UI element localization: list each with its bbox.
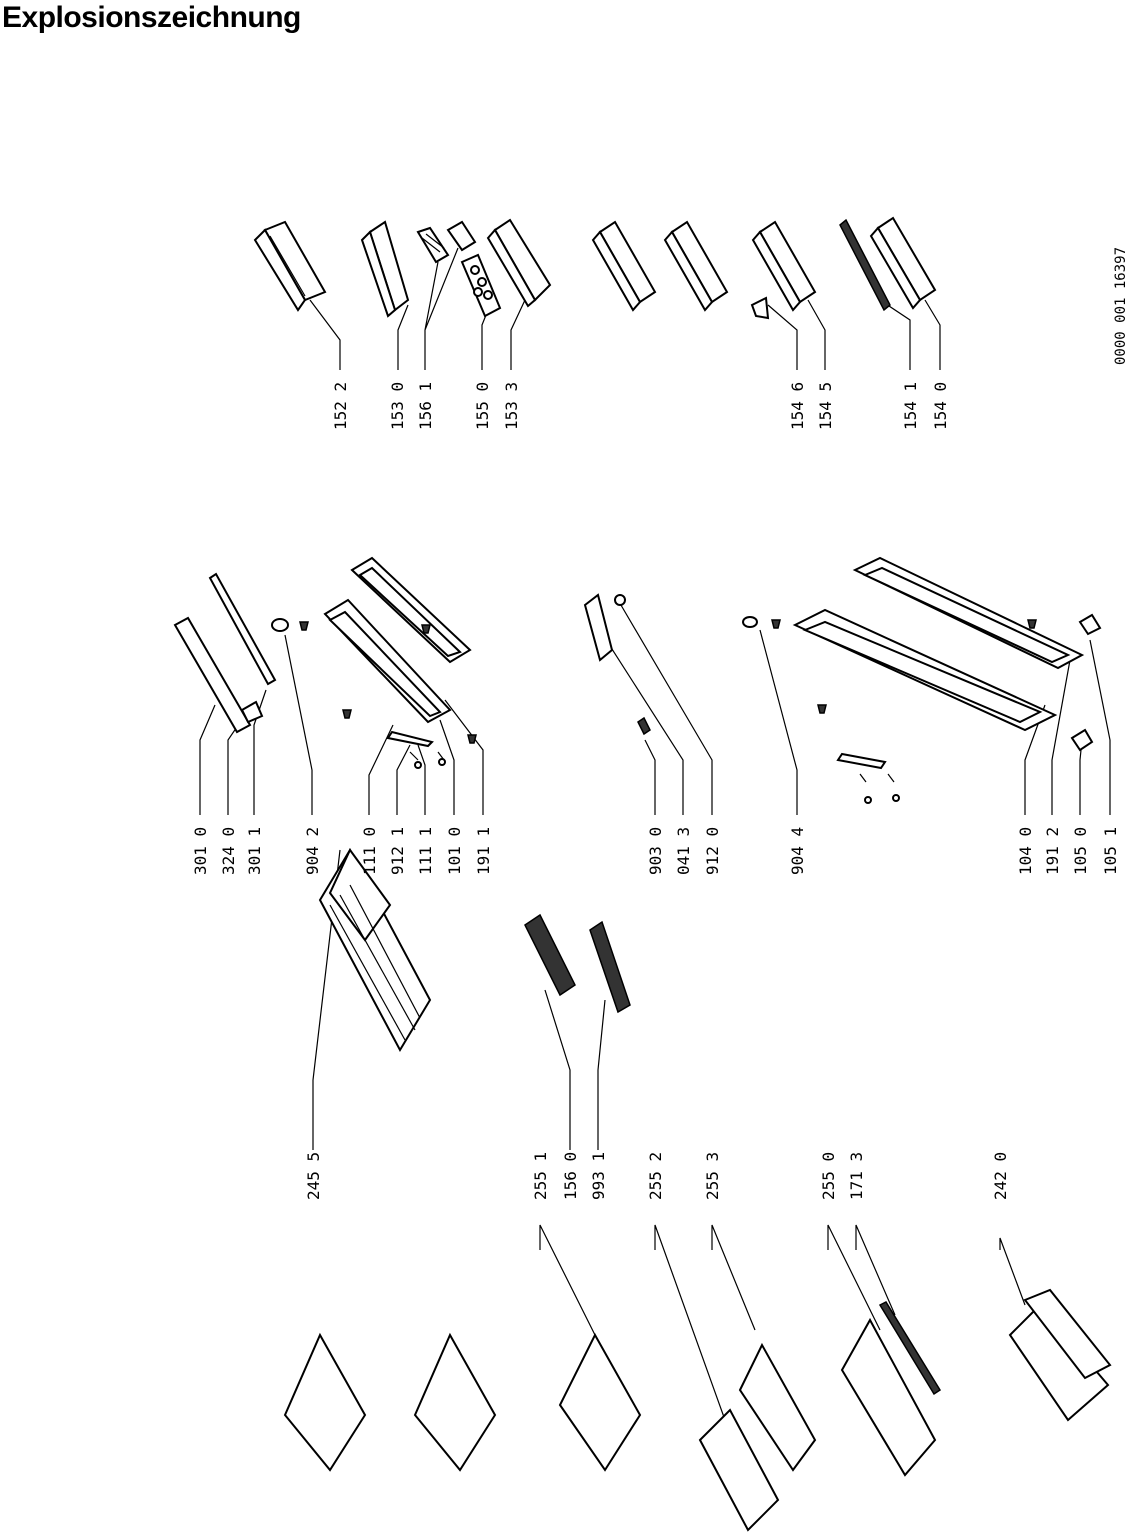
freezer-basket-245-5 [318, 847, 432, 1053]
part-label-111-1: 111 1 [416, 827, 435, 875]
part-label-155-0: 155 0 [473, 382, 492, 430]
part-label-156-1: 156 1 [416, 382, 435, 430]
part-label-904-4: 904 4 [788, 827, 807, 875]
part-label-191-2: 191 2 [1043, 827, 1062, 875]
part-label-153-0: 153 0 [388, 382, 407, 430]
part-label-255-1: 255 1 [531, 1152, 550, 1200]
part-label-104-0: 104 0 [1016, 827, 1035, 875]
glass-shelf-255-0 [840, 1301, 942, 1477]
part-label-255-2: 255 2 [646, 1152, 665, 1200]
part-label-242-0: 242 0 [991, 1152, 1010, 1200]
part-label-191-1: 191 1 [474, 827, 493, 875]
part-label-154-0: 154 0 [931, 382, 950, 430]
part-label-993-1: 993 1 [589, 1152, 608, 1200]
part-number-labels: 152 2 153 0 156 1 155 0 153 3 154 6 154 5 154 1… [191, 382, 1120, 1200]
glass-shelf-255-1 [558, 1332, 642, 1472]
door-bin-154-0 [869, 216, 937, 310]
part-label-041-3: 041 3 [674, 827, 693, 875]
hinge-041-3 [583, 593, 651, 736]
part-label-171-3: 171 3 [847, 1152, 866, 1200]
part-label-255-0: 255 0 [819, 1152, 838, 1200]
part-label-912-0: 912 0 [703, 827, 722, 875]
crisper-drawer-242-0 [1008, 1288, 1112, 1422]
part-label-152-2: 152 2 [331, 382, 350, 430]
door-bin-152-2 [253, 220, 327, 312]
glass-shelf-a [283, 1332, 367, 1472]
part-label-153-3: 153 3 [502, 382, 521, 430]
door-bin-153-3 [486, 218, 552, 308]
part-label-111-0: 111 0 [360, 827, 379, 875]
bottle-rail-154-1 [839, 218, 891, 312]
part-label-301-0: 301 0 [191, 827, 210, 875]
door-bin-upper-a [591, 220, 657, 312]
handle-fridge-door [836, 752, 900, 804]
butter-lid-156-1 [416, 220, 477, 264]
part-label-154-1: 154 1 [901, 382, 920, 430]
door-bin-upper-b [663, 220, 729, 312]
part-label-324-0: 324 0 [219, 827, 238, 875]
page-title: Explosionszeichnung [2, 1, 301, 34]
part-label-154-5: 154 5 [816, 382, 835, 430]
glass-shelf-255-3 [738, 1342, 817, 1472]
part-label-903-0: 903 0 [646, 827, 665, 875]
egg-tray-155-0 [460, 253, 502, 318]
ice-tray-156-0 [524, 913, 576, 997]
part-label-912-1: 912 1 [388, 827, 407, 875]
cover-105 [1070, 613, 1102, 752]
part-label-245-5: 245 5 [304, 1152, 323, 1200]
part-label-904-2: 904 2 [303, 827, 322, 875]
part-label-101-0: 101 0 [445, 827, 464, 875]
hinge-cover-904-2 [271, 618, 309, 632]
freezer-door-101-0 [323, 556, 477, 744]
glass-shelf-255-2 [698, 1408, 780, 1532]
leader-lines [199, 247, 1111, 1421]
part-label-154-6: 154 6 [788, 382, 807, 430]
handle-111-0 [386, 730, 446, 769]
part-label-156-0: 156 0 [561, 1152, 580, 1200]
scraper-993-1 [589, 920, 631, 1014]
fridge-door-104-0 [742, 556, 1085, 732]
drawing-reference-number: 0000 001 16397 [1113, 247, 1125, 365]
part-label-255-3: 255 3 [703, 1152, 722, 1200]
part-label-105-1: 105 1 [1101, 827, 1120, 875]
door-bin-154-5 [750, 220, 817, 320]
glass-shelf-b [413, 1332, 497, 1472]
door-bin-153-0 [360, 220, 410, 318]
part-label-301-1: 301 1 [245, 827, 264, 875]
part-label-105-0: 105 0 [1071, 827, 1090, 875]
top-trim-301-0 [173, 572, 277, 734]
